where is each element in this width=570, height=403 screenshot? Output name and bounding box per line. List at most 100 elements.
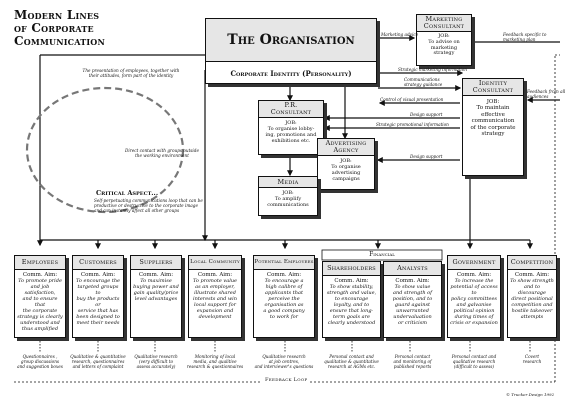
audience-aim-line: and job satisfaction, <box>24 284 56 297</box>
marketing-title-1: Marketing <box>425 15 463 23</box>
marketing-job-2: To advise on <box>428 38 460 45</box>
audience-aim-line: crisis or expansion <box>450 320 498 327</box>
audience-aim-line: attempts <box>520 314 544 321</box>
audience-aim-line: gain quality/price <box>133 290 179 297</box>
label-presentation-employees: The presentation of employees, together … <box>56 68 206 78</box>
audience-aim-line: perceive the <box>268 296 300 303</box>
audience-aim-line: position, and to <box>392 296 433 303</box>
critical-text-1: Self-perpetuating communications loop th… <box>94 198 203 203</box>
presentation-employees-2: their attitudes, form part of the identi… <box>88 73 174 78</box>
audience-research-line: (difficult to assess) <box>453 364 495 369</box>
copyright-text: © Trucker Design 1992 <box>506 392 555 397</box>
audience-aim-label: Comm. Aim: <box>138 272 174 278</box>
advertising-job-3: advertising <box>331 170 361 176</box>
title-line-2: of Corporate <box>14 21 94 35</box>
marketing-title-2: Consultant <box>423 22 465 30</box>
advertising-job-4: campaigns <box>332 176 360 182</box>
audience-name: Shareholders <box>323 262 380 276</box>
financial-label: Financial <box>369 251 395 258</box>
pr-consultant-box: P.R. Consultant JOB: To organise lobby- … <box>258 100 324 155</box>
audience-aim-line: interests and win <box>193 296 237 303</box>
audience-aim-line: potential of access to <box>450 284 498 297</box>
audience-research-line: qualitative research <box>452 359 496 364</box>
label-comm-guidance-2: strategy guidance <box>404 82 443 87</box>
audience-research-line: Personal contact and <box>329 354 374 359</box>
audience-aim-line: To promote pride <box>18 278 62 285</box>
audience-aim-line: the corporate <box>22 308 58 315</box>
audience-aim-line: expansion and <box>196 308 234 315</box>
audience-aim-line: buy the products or <box>76 296 120 309</box>
audience-aim-line: been designed to <box>76 314 120 321</box>
audience-aim-line: competition and <box>511 302 553 309</box>
audience-aim-line: illustrate shared <box>194 290 236 297</box>
audience-research-line: (very difficult to <box>138 359 174 364</box>
direct-contact-2: the working environment <box>135 153 189 158</box>
audience-research-line: assess accurately) <box>136 364 176 369</box>
advertising-agency-box: Advertising Agency JOB: To organise adve… <box>317 138 375 190</box>
audience-aim-line: understood and <box>20 320 60 327</box>
critical-text-2: productive or destructive to the corpora… <box>94 203 198 208</box>
audience-aim-line: or criticism <box>397 320 428 327</box>
audience-aim-line: strength and value, <box>326 290 377 297</box>
audience-aim-line: To increase the <box>454 278 494 285</box>
audience-research-line: Qualitative research <box>262 354 306 359</box>
audience-aim-line: direct positional <box>511 296 553 303</box>
audience-aim-label: Comm. Aim: <box>266 272 302 278</box>
audience-aim-line: To show strength <box>510 278 554 285</box>
identity-job-5: of the corporate <box>470 124 516 131</box>
label-direct-contact: Direct contact with groups outside the w… <box>122 148 202 158</box>
audience-name: Competition <box>508 256 556 270</box>
audience-aim-line: To show stability, <box>329 284 374 291</box>
audience-aim-label: Comm. Aim: <box>514 272 550 278</box>
audience-aim-line: service that has <box>77 308 119 315</box>
audience-aim-line: clearly understood <box>327 320 376 327</box>
audience-aim-line: as an employer, <box>195 284 235 291</box>
audience-research-line: Personal contact and <box>451 354 497 359</box>
audience-name: Customers <box>73 256 123 270</box>
audience-aim-line: and galvanise <box>456 302 492 309</box>
audience-aim-line: and to ensure that <box>22 296 58 309</box>
audience-aim-line: level advantages <box>134 296 178 303</box>
audience-name: Employees <box>15 256 65 270</box>
advertising-title-2: Agency <box>333 146 359 154</box>
media-box: Media JOB: To amplify communications <box>258 176 318 216</box>
audience-aim-line: loyalty, and to <box>333 302 370 309</box>
identity-job-1: JOB: <box>486 99 500 105</box>
organisation-title: The Organisation <box>206 19 376 62</box>
audience-research-line: published reports <box>393 364 432 369</box>
audience-research-line: Monitoring of local <box>194 354 236 359</box>
audience-research-line: and letters of complaint <box>72 364 124 369</box>
identity-job-4: communication <box>471 118 515 125</box>
audience-aim-line: high calibre of <box>265 284 303 291</box>
audience-research-line: research at AGMs etc. <box>327 364 376 369</box>
audience-name: Analysts <box>384 262 441 276</box>
advertising-job-1: JOB: <box>340 158 352 164</box>
audience-research-line: and monitoring of <box>393 359 432 364</box>
audience-aim-line: to work for <box>269 314 299 321</box>
audience-aim-line: a good company <box>263 308 305 315</box>
audience-aim-line: development <box>198 314 232 321</box>
audience-aim-line: organisation as <box>264 302 304 309</box>
audience-research-line: Qualitative & quantitative <box>70 354 126 359</box>
audience-aim-line: To show value <box>394 284 431 291</box>
audience-aim-line: undervaluation <box>393 314 432 321</box>
label-design-support-2: Design support <box>410 154 443 159</box>
audience-aim-line: strategy is clearly <box>17 314 63 321</box>
identity-job-2: To maintain <box>476 105 510 112</box>
organisation-box: The Organisation Corporate Identity (Per… <box>205 18 377 84</box>
advertising-title-1: Advertising <box>325 139 367 147</box>
audience-aim-line: applicants that <box>265 290 303 297</box>
label-comm-guidance-1: Communications <box>404 77 440 82</box>
